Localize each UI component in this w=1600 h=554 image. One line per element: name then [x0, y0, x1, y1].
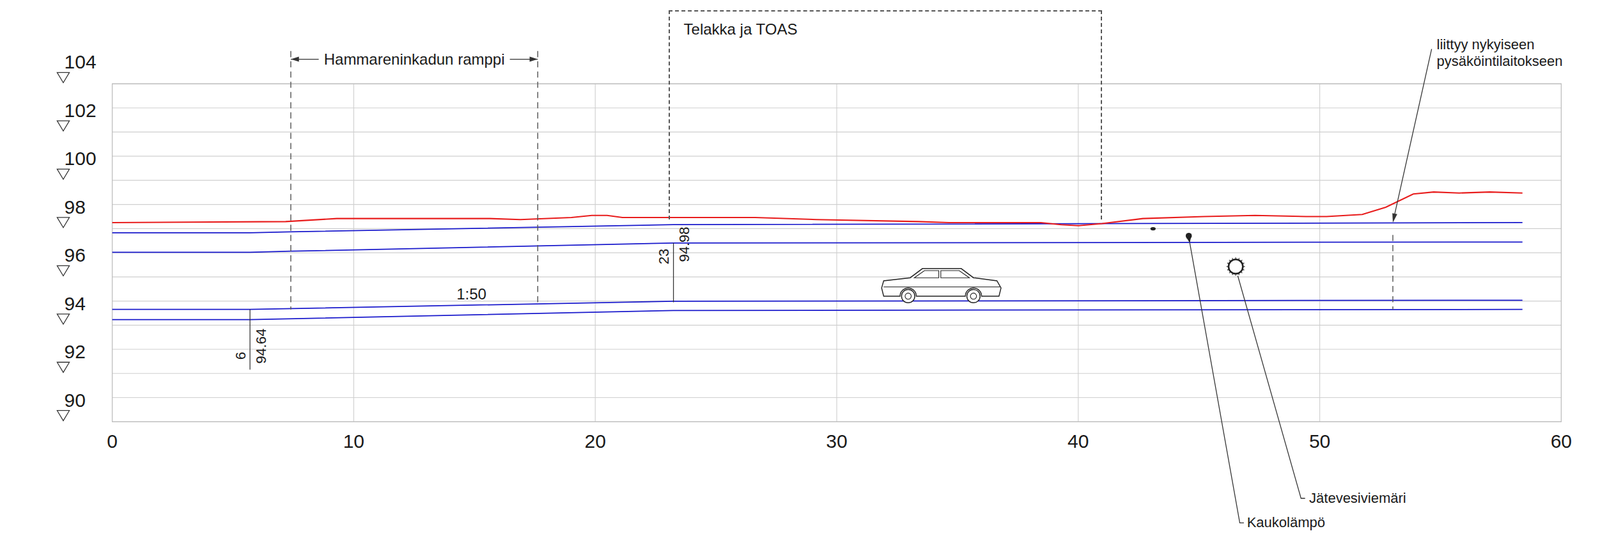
sewer-symbol-tick: [1229, 259, 1231, 261]
level-number: 102: [64, 99, 97, 123]
region-title: Telakka ja TOAS: [683, 20, 798, 39]
sewer-symbol-tick: [1238, 272, 1239, 275]
level-triangle: [56, 72, 70, 83]
dimension-label: 94.64: [253, 328, 270, 364]
pipe-symbol: [1150, 226, 1156, 231]
sewer-symbol-tick: [1242, 262, 1244, 264]
district-heat-symbol: [1186, 237, 1191, 243]
station-number: 60: [1550, 429, 1572, 452]
pipe-label: Kaukolämpö: [1247, 514, 1326, 531]
arrowhead: [1392, 212, 1398, 223]
level-triangle: [56, 361, 70, 373]
station-number: 50: [1309, 429, 1331, 452]
grid-line: [1077, 83, 1079, 422]
tunnel-line: [112, 241, 1523, 252]
sewer-symbol-tick: [1227, 269, 1230, 270]
tunnel-line: [112, 299, 1523, 309]
leader-line: [1189, 242, 1244, 523]
leader-line: [1237, 275, 1305, 498]
sewer-symbol-tick: [1232, 257, 1234, 260]
sewer-symbol-tick: [1235, 256, 1237, 259]
car-wheel: [901, 289, 915, 303]
region-box: Telakka ja TOAS: [668, 10, 1103, 220]
level-number: 100: [64, 147, 97, 171]
level-number: 90: [64, 389, 86, 412]
level-triangle: [56, 217, 70, 228]
car-body: [881, 268, 1002, 296]
sewer-symbol-tick: [1240, 271, 1243, 273]
grid-line: [836, 83, 837, 422]
region-marker: [537, 51, 539, 305]
sewer-symbol: [1228, 258, 1243, 273]
level-number: 98: [64, 196, 86, 219]
sewer-symbol-tick: [1229, 271, 1231, 273]
ground-line: [112, 191, 1523, 226]
sewer-symbol-tick: [1240, 259, 1243, 261]
level-triangle: [56, 410, 70, 421]
sewer-symbol-tick: [1227, 262, 1230, 264]
level-number: 92: [64, 340, 86, 364]
station-number: 40: [1067, 429, 1089, 452]
arrowhead: [529, 56, 538, 63]
station-number: 10: [343, 429, 365, 452]
sewer-symbol-tick: [1232, 272, 1234, 275]
grid-line: [1319, 83, 1321, 422]
level-triangle: [56, 168, 70, 179]
tunnel-line: [112, 222, 1523, 233]
section-name: Hammareninkadun ramppi: [318, 50, 511, 69]
car-illustration: [881, 268, 1002, 303]
dimension-tick: [673, 242, 674, 303]
region-marker: [1392, 234, 1393, 310]
leader-line: [1394, 49, 1432, 216]
level-triangle: [56, 120, 70, 132]
level-number: 94: [64, 292, 86, 316]
level-triangle: [56, 265, 70, 276]
sewer-symbol-tick: [1242, 265, 1245, 267]
car-wheel: [905, 292, 912, 300]
region-marker: [290, 51, 291, 310]
car-wheel: [966, 289, 980, 303]
sewer-symbol-tick: [1235, 273, 1237, 276]
grid-line: [595, 83, 596, 422]
dimension-label: 6: [232, 350, 249, 359]
pipe-label: Jätevesiviemäri: [1309, 489, 1407, 506]
car-wheel: [970, 292, 977, 300]
level-number: 96: [64, 244, 86, 267]
note-label: liittyy nykyiseen pysäköintilaitokseen: [1436, 36, 1591, 70]
plot-frame: [112, 83, 1562, 422]
dimension-label: 23: [656, 248, 673, 264]
level-number: 104: [64, 51, 97, 74]
grid-line: [353, 83, 355, 422]
arrowhead: [290, 56, 300, 63]
drawing-group: [56, 49, 1562, 523]
station-number: 20: [584, 429, 606, 452]
level-triangle: [56, 313, 70, 325]
sewer-symbol-tick: [1238, 257, 1239, 260]
dimension-label: 94.98: [676, 226, 693, 262]
station-number: 30: [825, 429, 847, 452]
tunnel-line: [112, 309, 1523, 320]
sewer-symbol-tick: [1242, 269, 1244, 270]
car-window: [883, 270, 1000, 288]
dimension-tick: [249, 309, 250, 370]
station-number: 0: [106, 429, 118, 452]
sewer-symbol-tick: [1226, 265, 1229, 267]
slope-label: 1:50: [456, 285, 487, 303]
